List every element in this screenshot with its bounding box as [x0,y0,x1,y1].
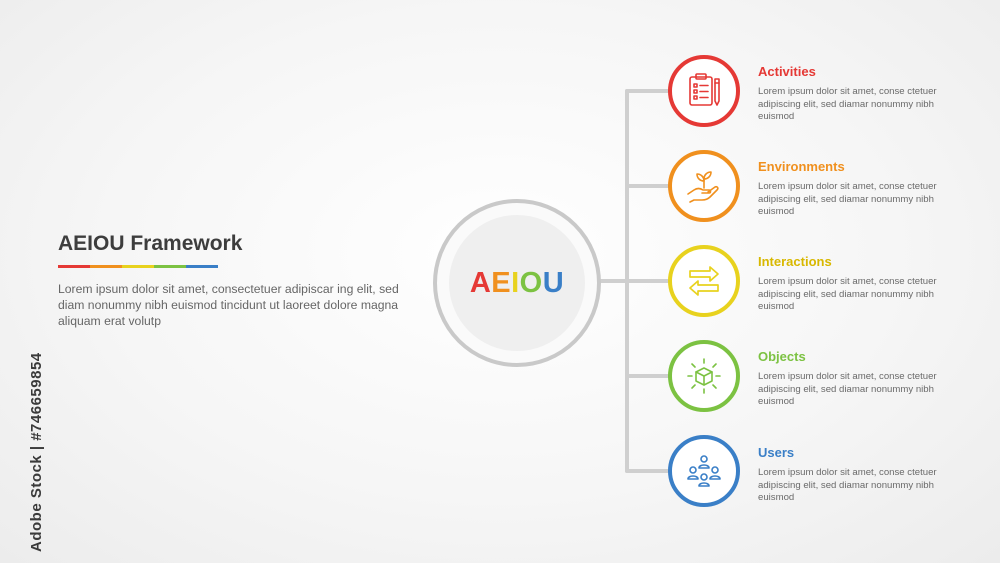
hub-letter-o: O [519,266,543,299]
aeiou-hub-circle: AEIOU [433,199,601,367]
hub-letter-a: A [469,266,492,299]
item-text-objects: Lorem ipsum dolor sit amet, conse ctetue… [758,371,937,407]
item-title-users: Users [758,445,795,460]
node-environments [668,150,740,222]
hub-letter-i: I [511,266,520,299]
node-interactions [668,245,740,317]
node-objects [668,340,740,412]
node-users [668,435,740,507]
item-title-activities: Activities [758,64,816,79]
node-activities [668,55,740,127]
item-title-interactions: Interactions [758,254,832,269]
aeiou-hub-word: AEIOU [470,267,564,300]
hub-letter-e: E [491,266,512,299]
aeiou-hub-inner: AEIOU [449,215,585,351]
rule-segment-yellow [122,265,154,268]
clipboard-checklist-icon [689,73,720,106]
page-description: Lorem ipsum dolor sit amet, consectetuer… [58,282,399,328]
rule-segment-green [154,265,186,268]
title-color-rule [58,265,218,268]
item-text-activities: Lorem ipsum dolor sit amet, conse ctetue… [758,86,937,122]
item-text-environments: Lorem ipsum dolor sit amet, conse ctetue… [758,181,937,217]
hub-letter-u: U [542,266,565,299]
stock-watermark: Adobe Stock | #746659854 [28,352,45,552]
rule-segment-orange [90,265,122,268]
item-title-objects: Objects [758,349,806,364]
exchange-arrows-icon [689,266,719,296]
glowing-cube-icon [687,358,721,394]
page-title: AEIOU Framework [58,232,243,255]
user-group-icon [687,455,721,487]
item-text-users: Lorem ipsum dolor sit amet, conse ctetue… [758,467,937,503]
item-text-interactions: Lorem ipsum dolor sit amet, conse ctetue… [758,276,937,312]
hand-plant-icon [687,171,719,203]
rule-segment-red [58,265,90,268]
item-title-environments: Environments [758,159,845,174]
rule-segment-blue [186,265,218,268]
